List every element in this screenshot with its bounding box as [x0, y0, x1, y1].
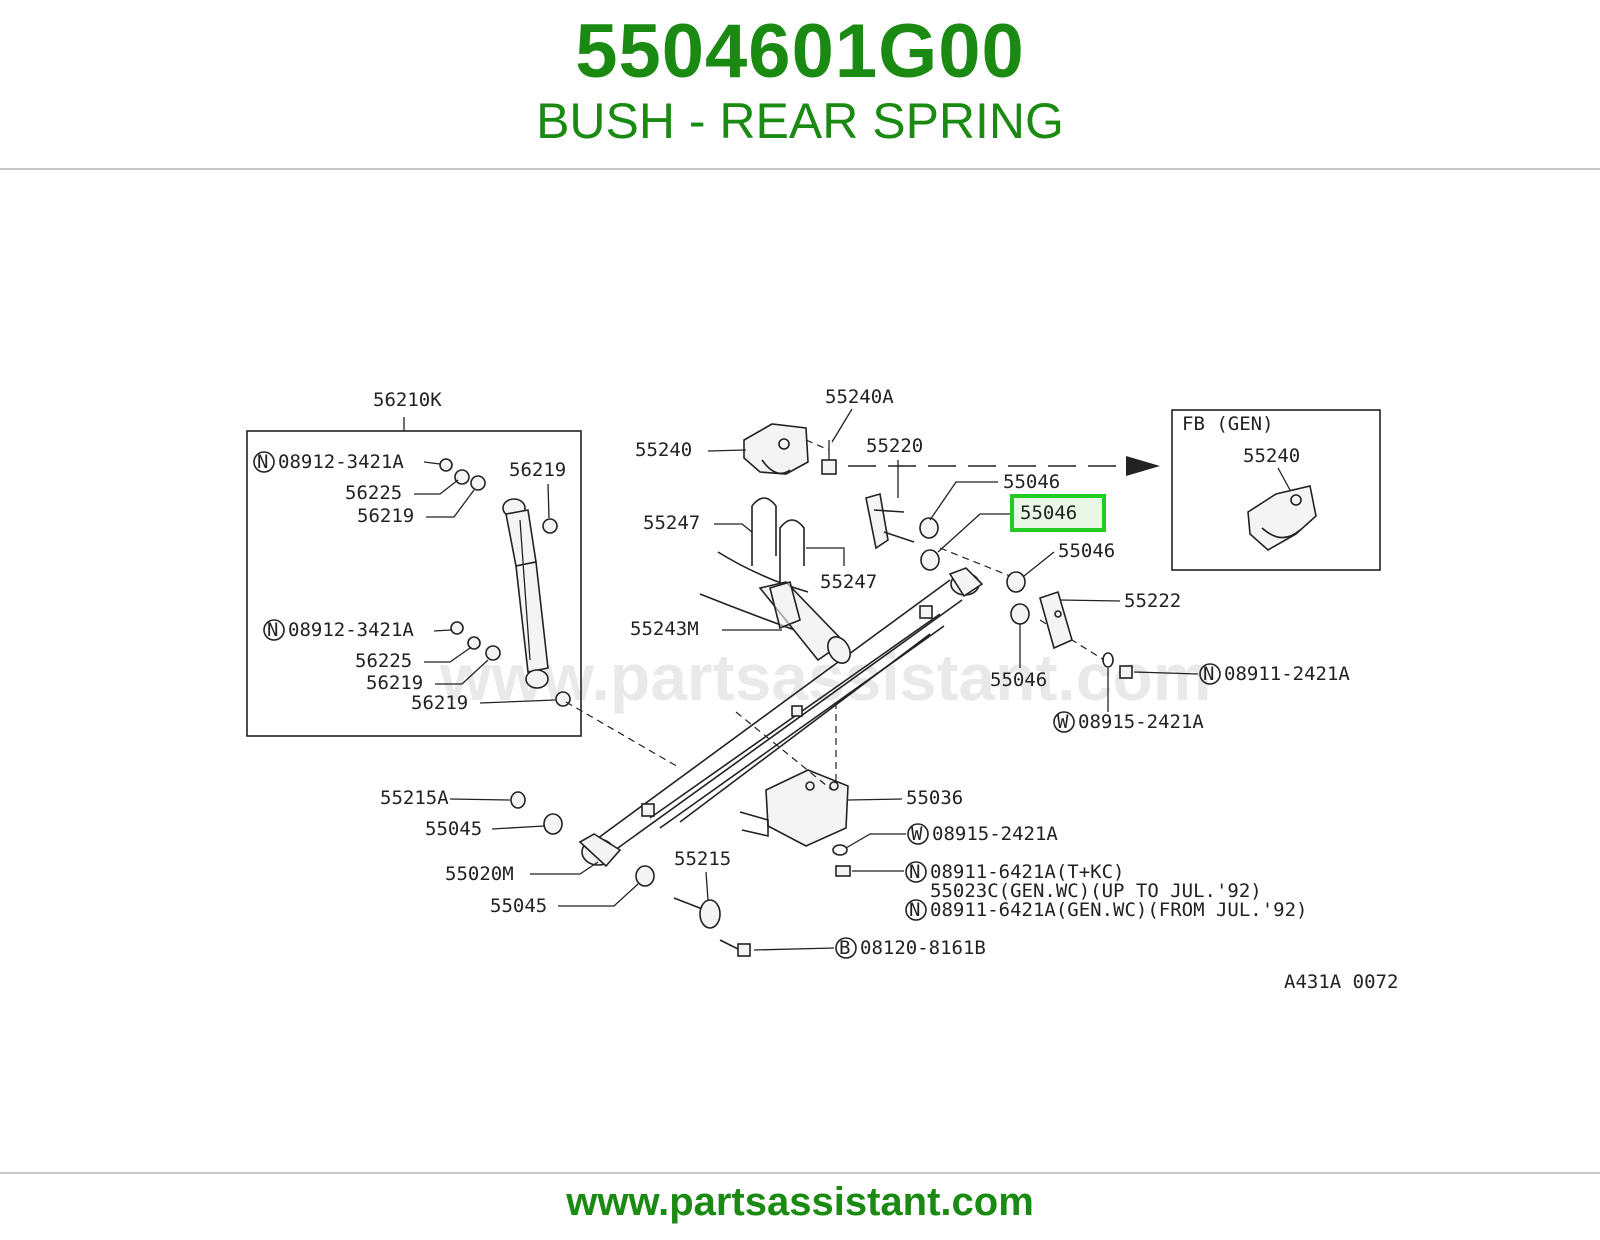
- label-08912-3421A-lower[interactable]: 08912-3421A: [288, 619, 414, 641]
- label-55222[interactable]: 55222: [1124, 590, 1181, 612]
- label-55240A[interactable]: 55240A: [825, 386, 894, 408]
- spring-seat: [739, 769, 849, 847]
- washer-08915-2421A: [1102, 652, 1114, 668]
- label-08912-3421A-upper[interactable]: 08912-3421A: [278, 451, 404, 473]
- u-bolts: [751, 497, 805, 582]
- label-08915-2421A-right[interactable]: 08915-2421A: [1078, 711, 1204, 733]
- shock-absorber: [502, 498, 549, 689]
- inset-fb-gen-box: [1171, 409, 1381, 571]
- label-55220[interactable]: 55220: [866, 435, 923, 457]
- part-number-title: 5504601G00: [575, 9, 1025, 94]
- label-55046-upper[interactable]: 55046: [1003, 471, 1060, 493]
- bolt-55240A: [821, 440, 837, 475]
- marker-n-1: N: [257, 451, 268, 473]
- marker-n-5: N: [909, 899, 920, 921]
- marker-w-2: W: [911, 823, 923, 845]
- label-55215[interactable]: 55215: [674, 848, 731, 870]
- nut-08911-6421A: [835, 865, 851, 877]
- label-55247-left[interactable]: 55247: [643, 512, 700, 534]
- axle-tube: [699, 551, 851, 664]
- shackle-plate-55222: [1039, 590, 1073, 650]
- shock-bushings: [439, 458, 571, 707]
- diagram-canvas: www.partsassistant.com 56210K N 08912-34…: [246, 386, 1398, 993]
- label-55046-right[interactable]: 55046: [1058, 540, 1115, 562]
- leaf-spring: [578, 567, 984, 868]
- label-55046-highlighted[interactable]: 55046: [1020, 502, 1077, 524]
- marker-n-4: N: [909, 861, 920, 883]
- front-pin-55215: [673, 897, 721, 929]
- label-56219-bottom[interactable]: 56219: [411, 692, 468, 714]
- label-55046-lower[interactable]: 55046: [990, 669, 1047, 691]
- footer-website-link[interactable]: www.partsassistant.com: [566, 1180, 1034, 1224]
- label-08911-2421A[interactable]: 08911-2421A: [1224, 663, 1350, 685]
- label-55020M[interactable]: 55020M: [445, 863, 514, 885]
- highlight-box-55046[interactable]: [1010, 494, 1106, 532]
- label-55247-right[interactable]: 55247: [820, 571, 877, 593]
- spring-bracket-55240: [743, 423, 809, 475]
- bushing-55045-lower: [635, 865, 655, 887]
- parts-diagram: www.partsassistant.com 56210K N 08912-34…: [180, 338, 1420, 1014]
- shackle-bushings: [919, 517, 1030, 625]
- label-08911-6421A-gen[interactable]: 08911-6421A(GEN.WC)(FROM JUL.'92): [930, 899, 1308, 921]
- shackle-55220: [865, 492, 915, 550]
- label-56210K[interactable]: 56210K: [373, 389, 442, 411]
- shock-absorber-group-box: [246, 430, 582, 737]
- label-56225-upper[interactable]: 56225: [345, 482, 402, 504]
- label-55240[interactable]: 55240: [635, 439, 692, 461]
- inset-title: FB (GEN): [1182, 413, 1274, 435]
- page-header: 5504601G00 BUSH - REAR SPRING: [0, 0, 1600, 168]
- inset-label-55240[interactable]: 55240: [1243, 445, 1300, 467]
- label-56225-lower[interactable]: 56225: [355, 650, 412, 672]
- marker-n-2: N: [267, 619, 278, 641]
- label-08911-6421A-tkc[interactable]: 08911-6421A(T+KC): [930, 861, 1124, 883]
- label-55036[interactable]: 55036: [906, 787, 963, 809]
- label-55045-upper[interactable]: 55045: [425, 818, 482, 840]
- inset-bracket-55240: [1247, 485, 1317, 551]
- label-56219-lower[interactable]: 56219: [366, 672, 423, 694]
- marker-b-1: B: [839, 937, 850, 959]
- footer-divider: [0, 1172, 1600, 1174]
- drawing-code: A431A 0072: [1284, 971, 1398, 993]
- label-08915-2421A-lower[interactable]: 08915-2421A: [932, 823, 1058, 845]
- bolt-08120-8161B: [719, 939, 751, 957]
- label-55215A[interactable]: 55215A: [380, 787, 449, 809]
- marker-w-1: W: [1057, 711, 1069, 733]
- label-55243M[interactable]: 55243M: [630, 618, 699, 640]
- label-56219-top[interactable]: 56219: [509, 459, 566, 481]
- part-name-subtitle: BUSH - REAR SPRING: [536, 93, 1064, 149]
- label-56219-upper[interactable]: 56219: [357, 505, 414, 527]
- marker-n-3: N: [1203, 663, 1214, 685]
- nut-08911-2421A: [1119, 665, 1133, 679]
- nut-55215A: [510, 791, 526, 809]
- label-55023C[interactable]: 55023C(GEN.WC)(UP TO JUL.'92): [930, 880, 1262, 902]
- label-55045-lower[interactable]: 55045: [490, 895, 547, 917]
- bushing-55045-upper: [543, 813, 563, 835]
- label-08120-8161B[interactable]: 08120-8161B: [860, 937, 986, 959]
- washer-08915-2421A-lower: [832, 844, 848, 856]
- header-divider: [0, 168, 1600, 170]
